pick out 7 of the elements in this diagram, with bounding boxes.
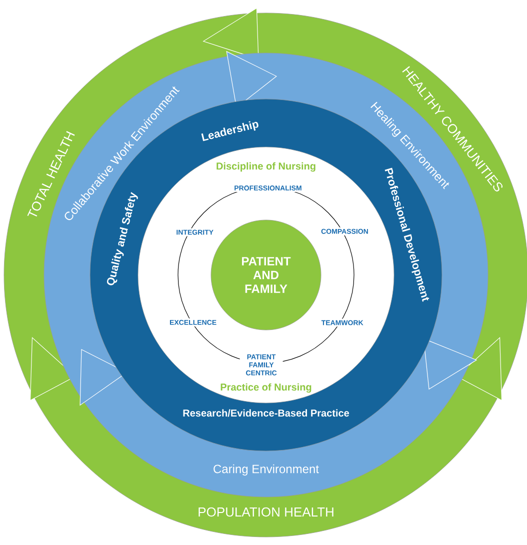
ring-label: Discipline of Nursing [216,162,316,172]
ring-label: POPULATION HEALTH [198,507,334,517]
ring-label: Research/Evidence-Based Practice [183,409,350,417]
ring-label: Quality and Safety [107,192,138,286]
center-label: PATIENT AND FAMILY [242,257,291,293]
ring-label: Caring Environment [214,464,319,476]
ring-label: Practice of Nursing [220,383,312,393]
